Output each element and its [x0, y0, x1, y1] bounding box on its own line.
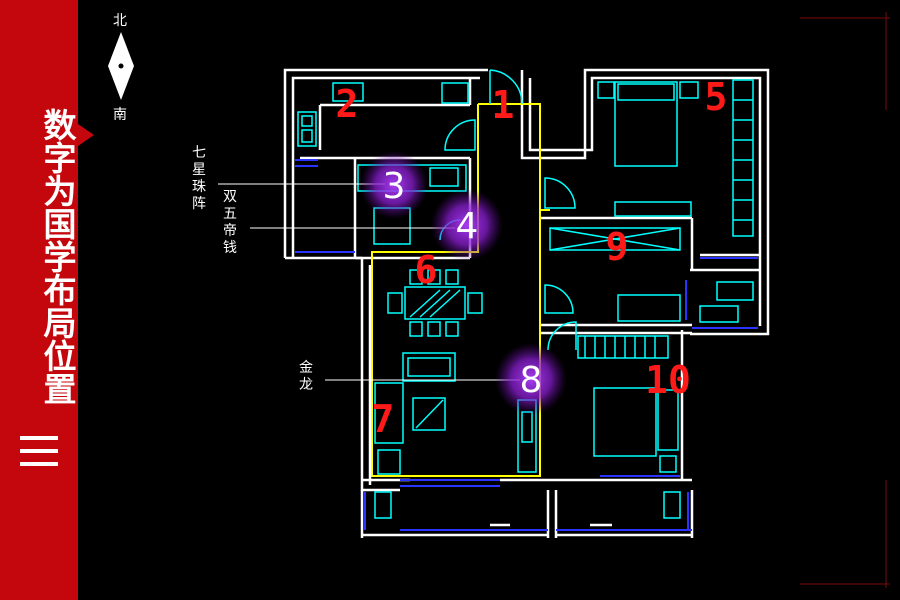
room-number-6: 6: [415, 248, 438, 292]
windows: [295, 159, 758, 531]
compass-south-label: 南: [113, 107, 127, 123]
marker-glow-4: [431, 189, 503, 261]
compass-icon: [108, 32, 134, 100]
room-number-2: 2: [336, 82, 359, 126]
room-number-5: 5: [705, 75, 728, 119]
sidebar: 数字为国学布局位置: [0, 0, 78, 600]
compass-north-label: 北: [113, 13, 127, 29]
label-double-five-emperor-coins: 双五帝钱: [223, 189, 237, 256]
corner-frame: [800, 12, 890, 588]
menu-lines-icon: [20, 436, 58, 470]
room-number-7: 7: [372, 397, 395, 441]
marker-8: 8: [520, 360, 543, 401]
marker-4: 4: [456, 206, 479, 247]
room-numbers: 1 2 5 6 7 9 10: [336, 75, 728, 441]
sidebar-title: 数字为国学布局位置: [38, 107, 77, 405]
label-golden-dragon: 金龙: [299, 360, 313, 393]
room-number-9: 9: [606, 225, 629, 269]
marker-glow-3: [360, 151, 428, 219]
sidebar-pointer-icon: [78, 124, 94, 146]
label-seven-star-array: 七星珠阵: [192, 145, 206, 212]
room-number-10: 10: [645, 358, 691, 402]
walls: [283, 68, 770, 538]
marker-3: 3: [383, 166, 406, 207]
marker-glow-8: [495, 343, 567, 415]
marker-numbers: 3 4 8: [383, 166, 543, 401]
leader-lines: [218, 183, 520, 381]
room-number-1: 1: [492, 83, 515, 127]
furniture: [297, 69, 754, 519]
